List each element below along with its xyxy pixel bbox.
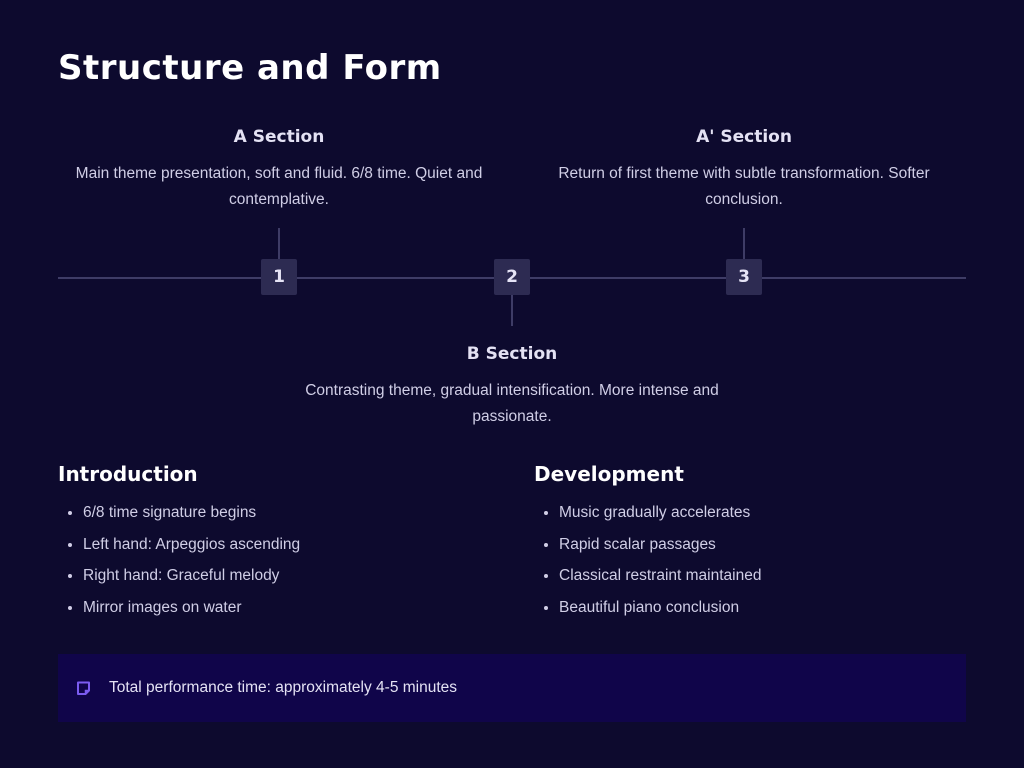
timeline-node-1: 1 bbox=[261, 259, 297, 295]
timeline-node-3: 3 bbox=[726, 259, 762, 295]
list-item: Rapid scalar passages bbox=[559, 536, 964, 554]
development-heading: Development bbox=[534, 462, 684, 486]
list-item: Mirror images on water bbox=[83, 599, 488, 617]
section-title: A Section bbox=[233, 127, 325, 147]
introduction-heading: Introduction bbox=[58, 462, 198, 486]
section-a: A Section Main theme presentation, soft … bbox=[69, 127, 489, 213]
performance-note: Total performance time: approximately 4-… bbox=[58, 654, 966, 722]
introduction-list: 6/8 time signature begins Left hand: Arp… bbox=[58, 504, 488, 617]
section-description: Main theme presentation, soft and fluid.… bbox=[75, 165, 483, 208]
note-text: Total performance time: approximately 4-… bbox=[109, 679, 458, 696]
section-b: B Section Contrasting theme, gradual int… bbox=[302, 344, 722, 430]
page-title: Structure and Form bbox=[58, 48, 442, 88]
section-title: B Section bbox=[466, 344, 558, 364]
development-column: Development Music gradually accelerates … bbox=[534, 462, 964, 630]
timeline-connector bbox=[511, 294, 513, 326]
list-item: Left hand: Arpeggios ascending bbox=[83, 536, 488, 554]
timeline-connector bbox=[743, 228, 745, 260]
sticky-note-icon bbox=[77, 681, 90, 695]
timeline-connector bbox=[278, 228, 280, 260]
section-description: Return of first theme with subtle transf… bbox=[558, 165, 930, 208]
list-item: Music gradually accelerates bbox=[559, 504, 964, 522]
section-a-prime: A' Section Return of first theme with su… bbox=[534, 127, 954, 213]
development-list: Music gradually accelerates Rapid scalar… bbox=[534, 504, 964, 617]
list-item: Classical restraint maintained bbox=[559, 567, 964, 585]
introduction-column: Introduction 6/8 time signature begins L… bbox=[58, 462, 488, 630]
section-title: A' Section bbox=[696, 127, 792, 147]
list-item: Right hand: Graceful melody bbox=[83, 567, 488, 585]
list-item: Beautiful piano conclusion bbox=[559, 599, 964, 617]
section-description: Contrasting theme, gradual intensificati… bbox=[305, 382, 719, 425]
list-item: 6/8 time signature begins bbox=[83, 504, 488, 522]
timeline-node-2: 2 bbox=[494, 259, 530, 295]
